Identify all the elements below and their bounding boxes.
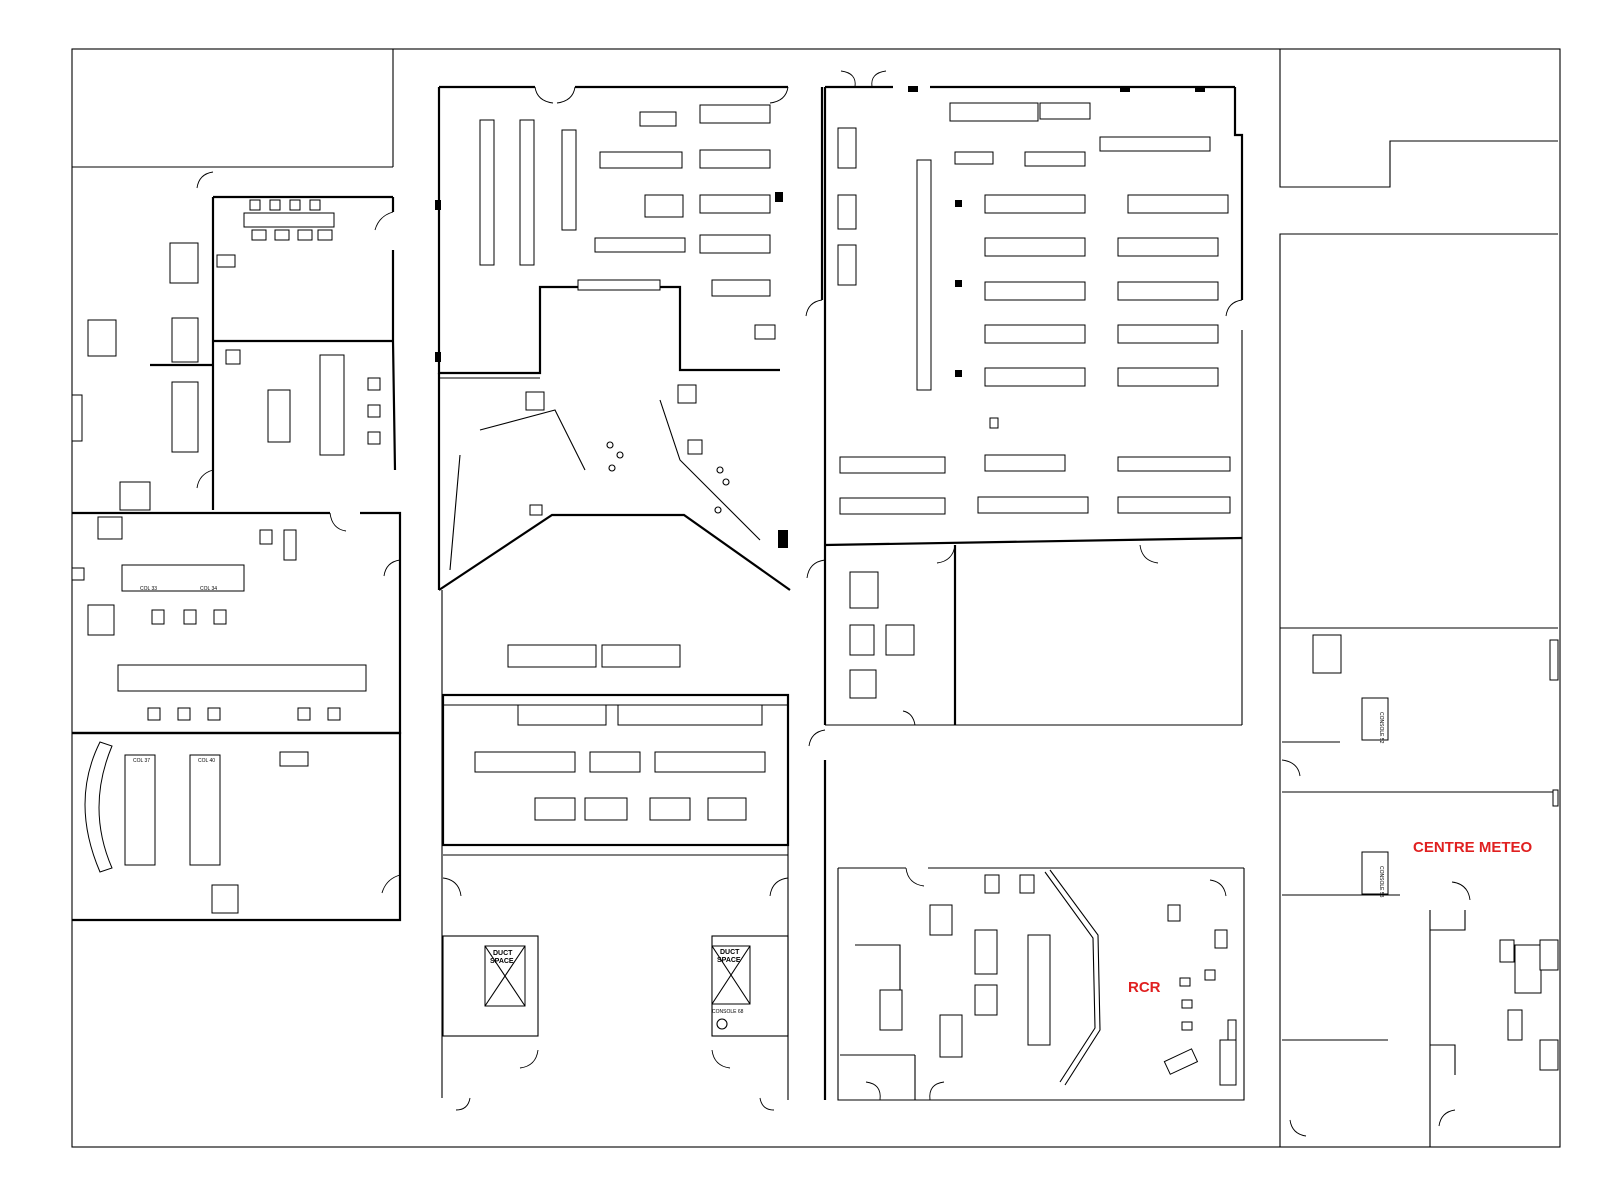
rcr-label: RCR bbox=[1128, 979, 1161, 996]
console-52-label: CONSOLE 52 bbox=[1378, 712, 1384, 744]
col-33-label: COL 33 bbox=[140, 586, 157, 592]
duct-space-1-line1: DUCT bbox=[493, 950, 513, 957]
console-53-label: CONSOLE 53 bbox=[1378, 866, 1384, 898]
col-40-label: COL 40 bbox=[198, 758, 215, 764]
col-34-label: COL 34 bbox=[200, 586, 217, 592]
duct-space-1-line2: SPACE bbox=[490, 958, 514, 965]
center-lower-block: DUCT SPACE DUCT SPACE CONSOLE 68 bbox=[441, 590, 790, 1111]
right-center-block bbox=[806, 70, 1244, 747]
console-68-label: CONSOLE 68 bbox=[712, 1009, 744, 1015]
centre-meteo-area: CONSOLE 52 CONSOLE 53 CENTRE METEO bbox=[1281, 634, 1559, 1147]
left-wing: COL 33 COL 34 COL 37 COL 40 bbox=[71, 171, 402, 922]
center-top-block bbox=[435, 85, 824, 591]
centre-meteo-label: CENTRE METEO bbox=[1413, 839, 1533, 856]
duct-space-2-line1: DUCT bbox=[720, 949, 740, 956]
outer-frame bbox=[71, 48, 1561, 1148]
col-37-label: COL 37 bbox=[133, 758, 150, 764]
rcr-room: RCR bbox=[823, 760, 1245, 1101]
duct-space-2-line2: SPACE bbox=[717, 957, 741, 964]
